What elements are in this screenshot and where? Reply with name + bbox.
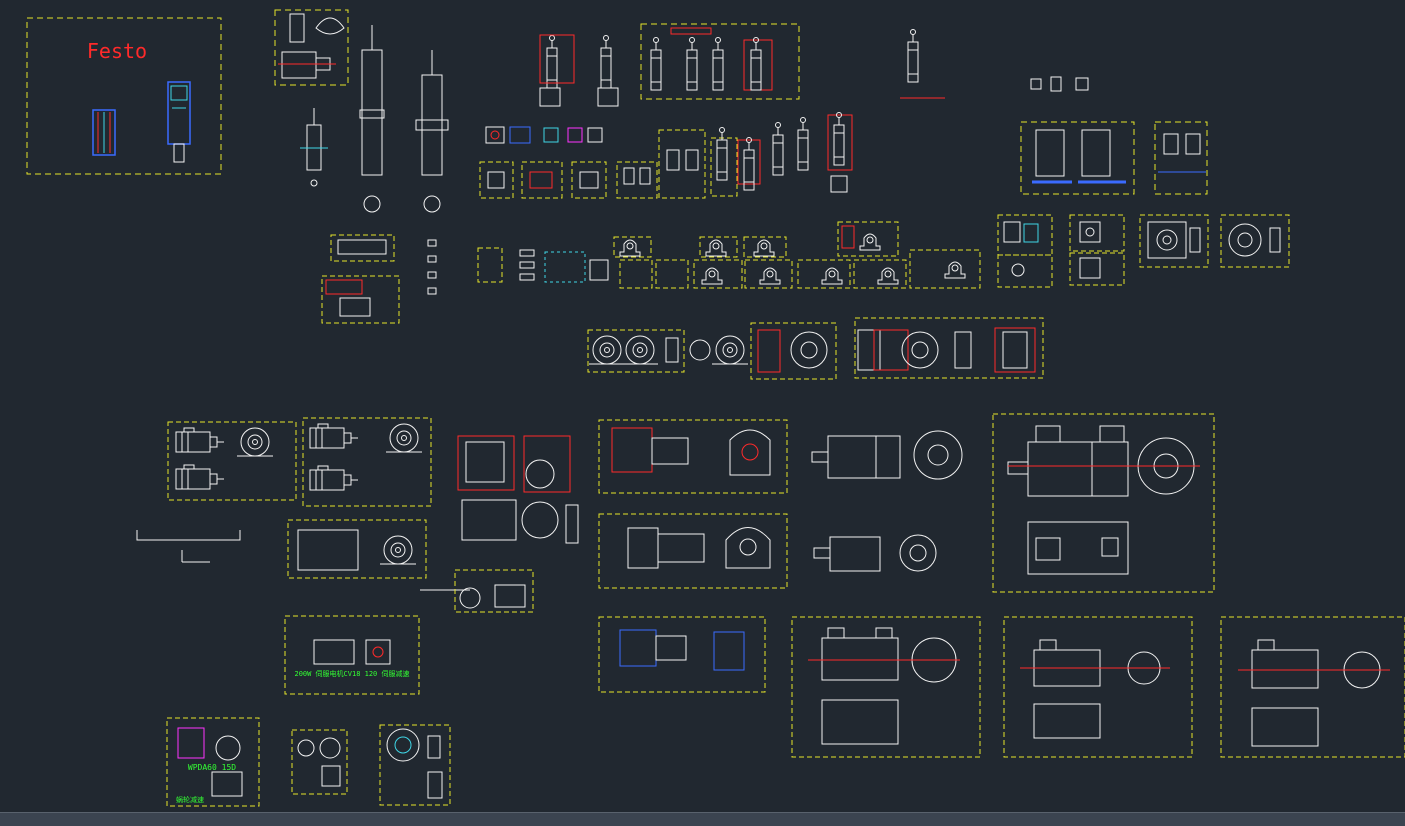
sensor-parts-row[interactable]	[479, 126, 706, 199]
worm-gear-motor-group[interactable]	[420, 435, 579, 613]
valve-box-group[interactable]	[1020, 121, 1208, 195]
connector-icons[interactable]	[1030, 76, 1089, 92]
stem-cylinders[interactable]	[710, 112, 853, 197]
festo-label: Festo	[87, 39, 147, 63]
roller-row[interactable]	[587, 317, 1044, 380]
clamp-bracket-group[interactable]	[274, 9, 349, 86]
status-strip	[0, 812, 1405, 826]
festo-valve-icon	[92, 109, 116, 156]
worm-gear-sublabel: 蜗轮减速	[176, 795, 204, 804]
long-cylinder-group[interactable]	[300, 25, 449, 213]
bearing-block-row[interactable]	[321, 221, 981, 324]
bottom-motor-frames[interactable]	[791, 616, 1405, 758]
fastener-scatter[interactable]	[427, 239, 609, 295]
servo-motor-label: 200W 伺服电机CV18 120 伺服减速	[294, 669, 409, 678]
worm-gear-small-block[interactable]: WPDA60 15D 蜗轮减速	[166, 717, 260, 807]
servo-motor-block[interactable]: 200W 伺服电机CV18 120 伺服减速	[284, 615, 420, 695]
gear-motor-group-left[interactable]	[136, 417, 432, 579]
flange-cluster[interactable]	[997, 214, 1290, 288]
festo-block[interactable]: Festo	[26, 17, 222, 175]
single-cylinder[interactable]	[900, 29, 945, 99]
festo-sensor-icon	[167, 81, 191, 163]
reducer-frame-group[interactable]	[598, 419, 788, 693]
worm-gear-label: WPDA60 15D	[188, 763, 236, 772]
pneumatic-cylinder-cluster[interactable]	[539, 23, 800, 107]
large-motor-frame[interactable]	[992, 413, 1215, 593]
coupling-blocks[interactable]	[291, 724, 451, 806]
induction-motor-group[interactable]	[811, 430, 963, 572]
